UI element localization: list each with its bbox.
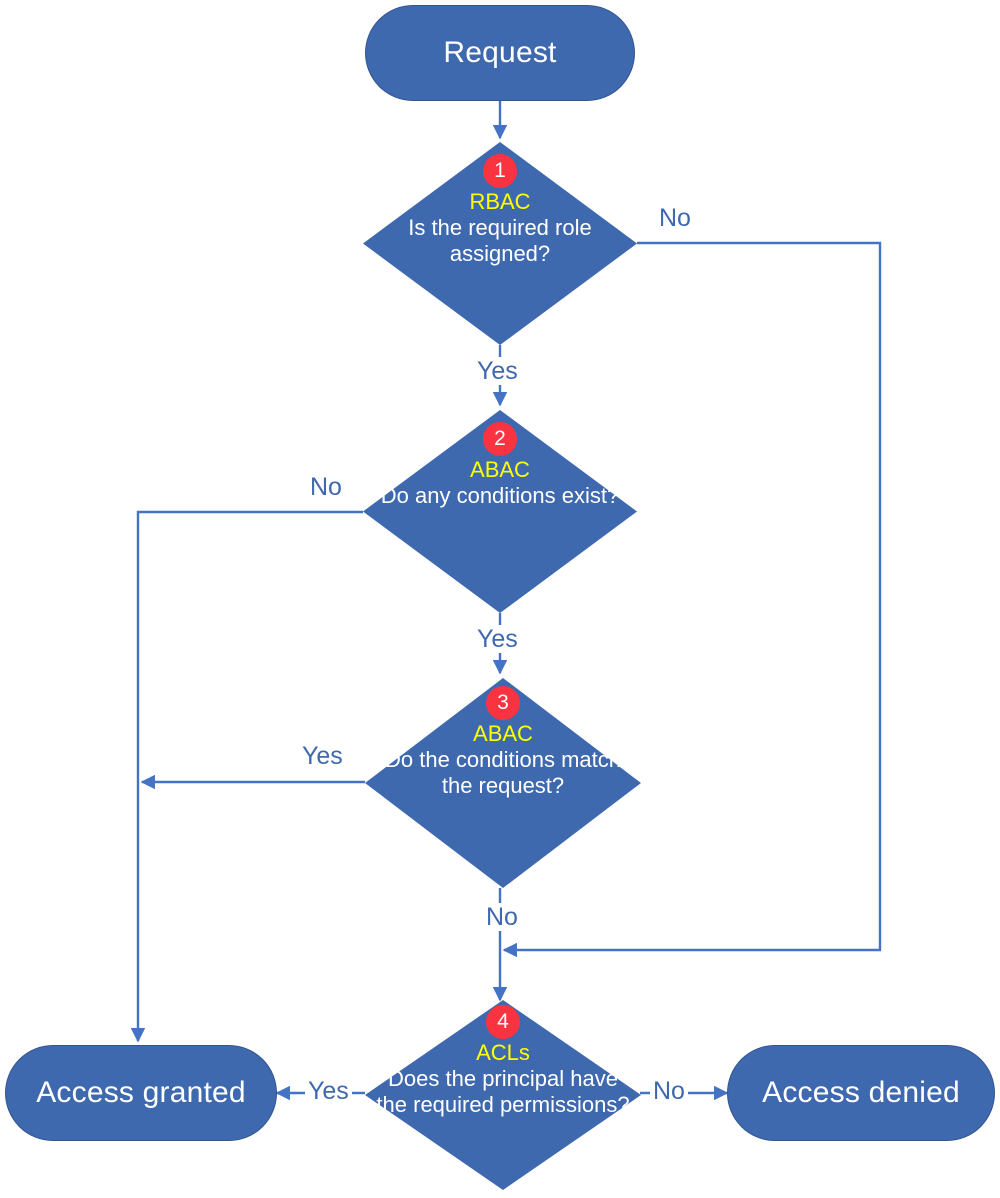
decision-question-4: Does the principal have the required per…	[376, 1066, 630, 1117]
node-access-granted[interactable]: Access granted	[5, 1045, 277, 1141]
edge-label-d2-yes: Yes	[474, 625, 521, 653]
node-request[interactable]: Request	[365, 5, 635, 101]
model-label-rbac: RBAC	[469, 189, 531, 214]
model-label-acls: ACLs	[476, 1040, 530, 1065]
step-badge-4: 4	[486, 1005, 520, 1039]
step-badge-2: 2	[483, 422, 517, 456]
model-label-abac-match: ABAC	[473, 721, 533, 746]
step-badge-3: 3	[486, 686, 520, 720]
node-decision-acls-permissions[interactable]: 4 ACLs Does the principal have the requi…	[365, 1000, 641, 1190]
edge-label-d4-no: No	[650, 1077, 688, 1105]
edge-label-d1-no: No	[656, 204, 694, 232]
node-decision-abac-conditions-match[interactable]: 3 ABAC Do the conditions match the reque…	[365, 678, 641, 888]
edge-label-d3-yes: Yes	[299, 742, 346, 770]
model-label-abac-exist: ABAC	[470, 457, 530, 482]
node-access-granted-label: Access granted	[36, 1076, 246, 1109]
edge-label-d1-yes: Yes	[474, 357, 521, 385]
edge-label-d3-no: No	[483, 903, 521, 931]
edge-label-d4-yes: Yes	[305, 1077, 352, 1105]
node-decision-abac-conditions-exist[interactable]: 2 ABAC Do any conditions exist?	[363, 410, 637, 613]
node-request-label: Request	[443, 36, 557, 69]
edge-d2-no-to-granted	[130, 510, 363, 1043]
edge-d1-no-to-d4	[502, 241, 882, 958]
decision-question-3: Do the conditions match the request?	[384, 747, 622, 798]
step-badge-1: 1	[483, 154, 517, 188]
node-access-denied[interactable]: Access denied	[727, 1045, 995, 1141]
decision-question-2: Do any conditions exist?	[380, 483, 620, 508]
node-access-denied-label: Access denied	[762, 1076, 960, 1109]
edge-label-d2-no: No	[307, 473, 345, 501]
node-decision-rbac-role[interactable]: 1 RBAC Is the required role assigned?	[363, 142, 637, 345]
decision-question-1: Is the required role assigned?	[408, 215, 592, 266]
